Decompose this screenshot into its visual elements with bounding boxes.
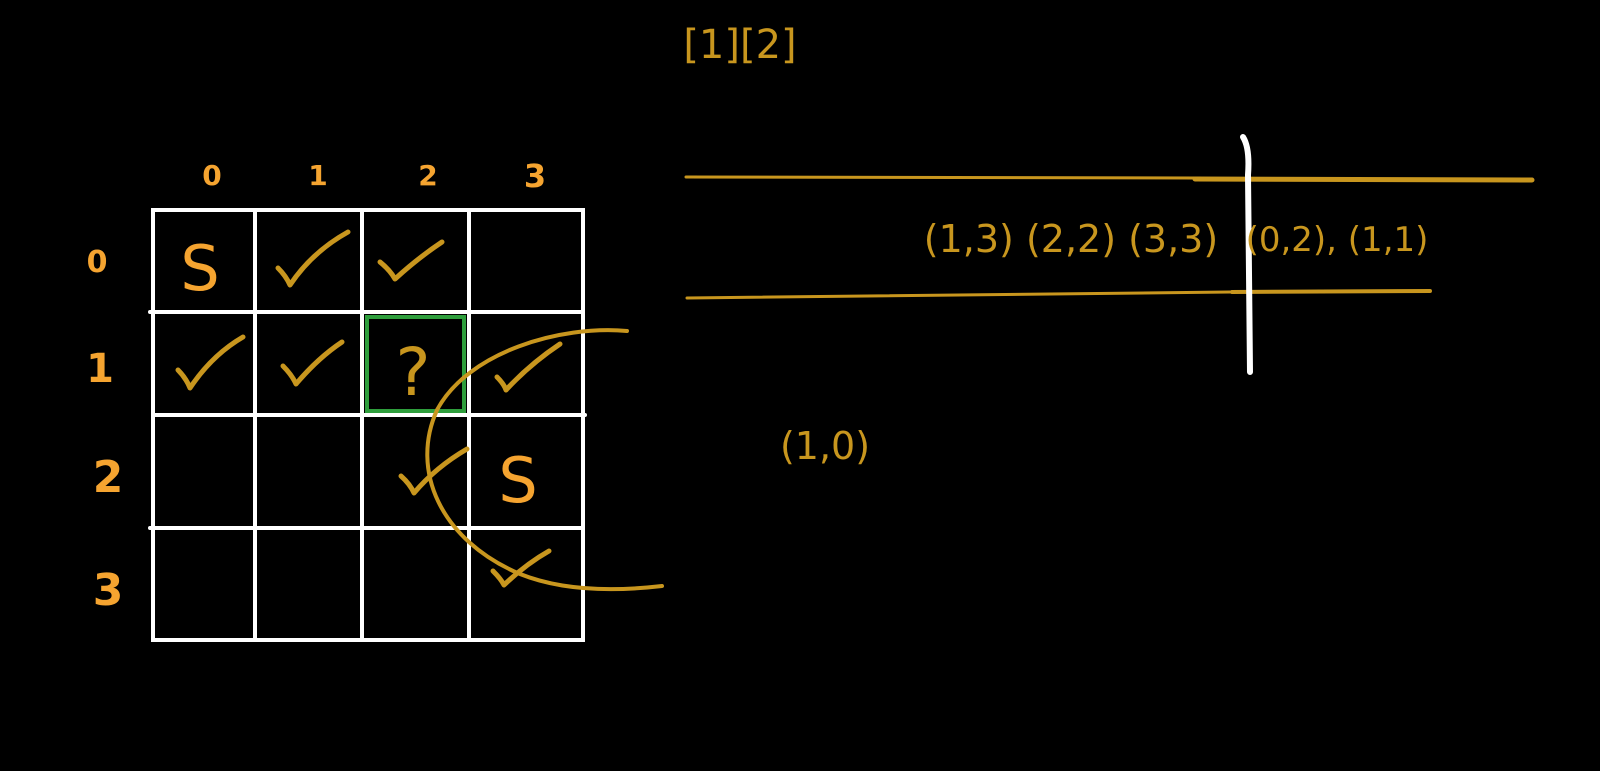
check-icon — [275, 229, 351, 288]
queue-top-line — [684, 175, 1197, 180]
check-icon — [490, 548, 552, 588]
queue-left-items: (1,3) (2,2) (3,3) — [924, 217, 1218, 261]
grid-board — [148, 208, 587, 642]
grouping-curve — [425, 328, 664, 592]
row-labels: 0 1 2 3 — [86, 245, 123, 616]
queue-bottom-line — [685, 290, 1232, 300]
check-icon — [280, 339, 345, 387]
column-labels: 0 1 2 3 — [202, 157, 546, 195]
check-icon — [377, 239, 445, 282]
row-label: 0 — [87, 245, 108, 280]
check-icon — [175, 334, 246, 391]
queue-right-items: (0,2), (1,1) — [1246, 220, 1429, 260]
column-label: 0 — [202, 159, 221, 192]
grid-cells: S ? S — [180, 232, 537, 517]
row-label: 3 — [93, 565, 124, 616]
check-marks — [175, 229, 563, 588]
grid-border — [151, 208, 585, 642]
queue-top-line — [1192, 176, 1535, 183]
queue-divider — [1240, 134, 1253, 375]
highlighted-cell — [365, 315, 466, 413]
row-label: 1 — [86, 346, 114, 392]
check-icon — [494, 341, 563, 393]
queue-rails — [684, 175, 1535, 300]
cell-start-marker: S — [498, 444, 537, 517]
column-label: 1 — [308, 159, 327, 192]
row-label: 2 — [93, 452, 124, 503]
cell-query-marker: ? — [395, 334, 430, 411]
current-node: (1,0) — [780, 424, 870, 468]
index-heading: [1][2] — [683, 22, 796, 68]
queue-bottom-line — [1230, 289, 1432, 294]
column-label: 3 — [524, 157, 546, 195]
check-icon — [398, 446, 470, 496]
column-label: 2 — [418, 159, 437, 192]
cell-start-marker: S — [180, 232, 219, 305]
